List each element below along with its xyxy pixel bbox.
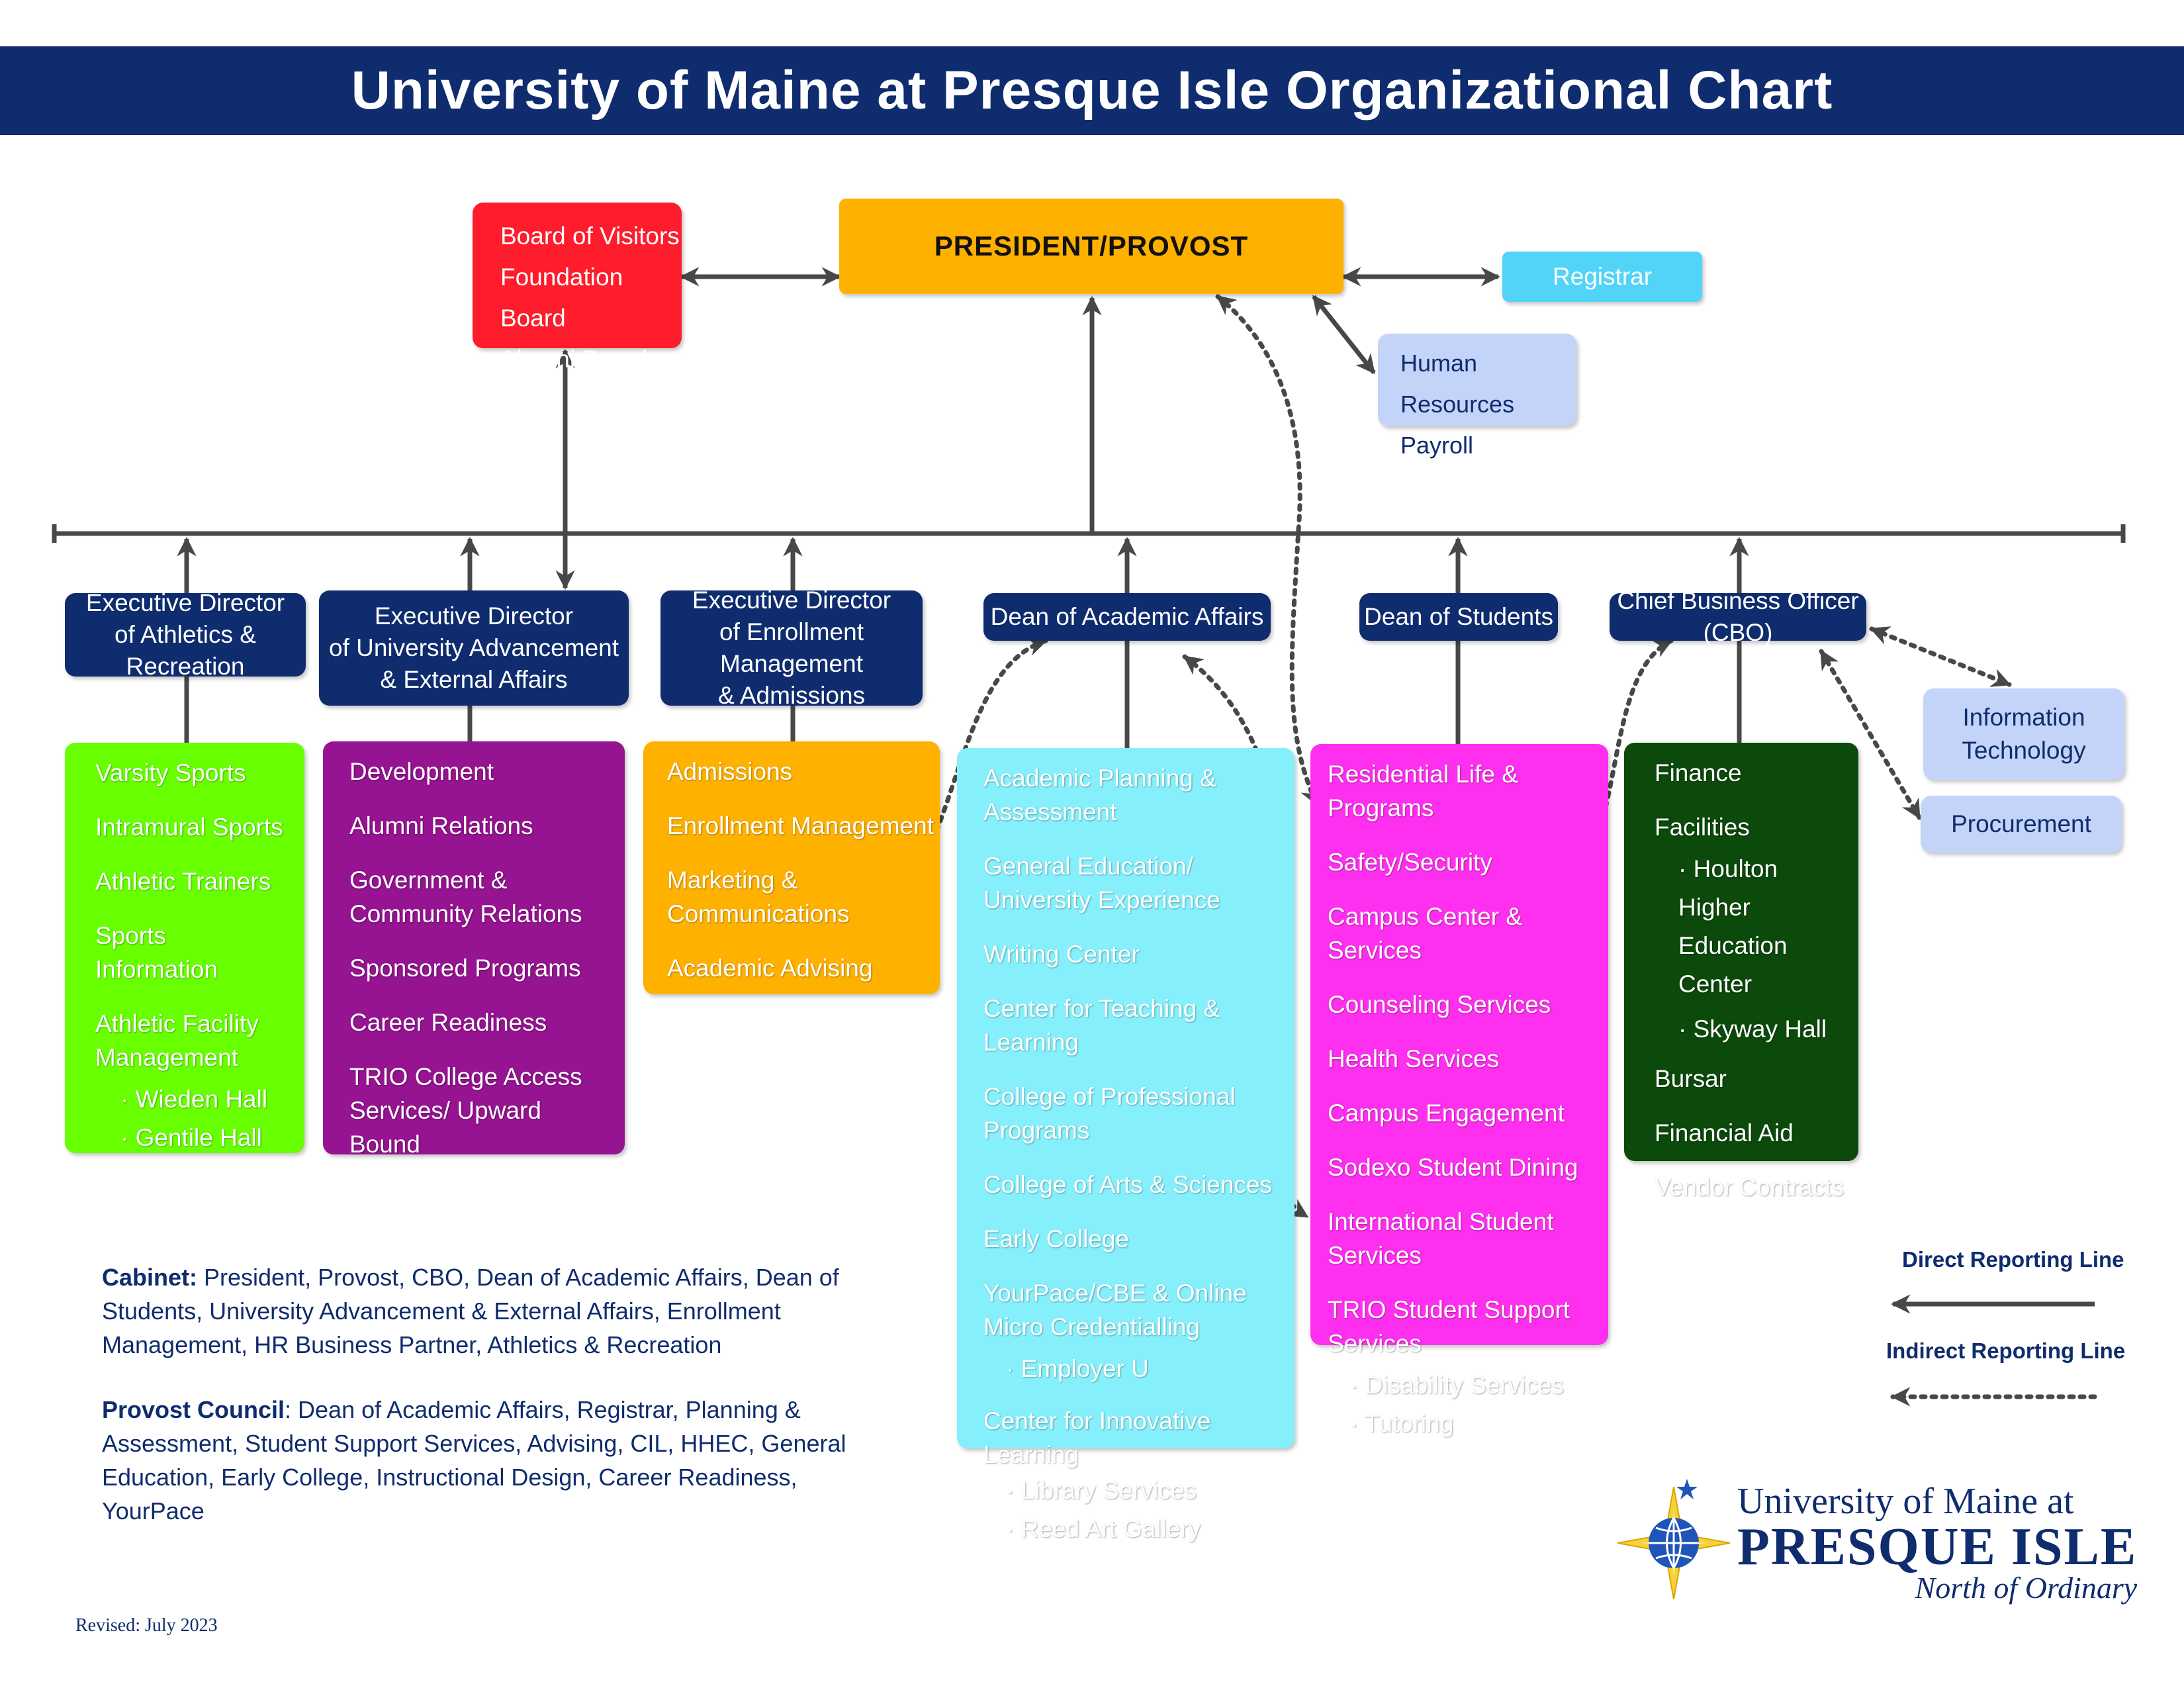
list-item: General Education/ University Experience	[983, 853, 1220, 914]
list-item: Finance	[1655, 759, 1742, 786]
human-resources: Human Resources	[1400, 350, 1515, 418]
academic-head: Dean of Academic Affairs	[983, 593, 1271, 641]
list-subitem: · Disability Services	[1350, 1372, 1564, 1399]
compass-star-icon	[1617, 1479, 1731, 1600]
president-label: PRESIDENT/PROVOST	[934, 230, 1249, 261]
list-item: Sports Information	[95, 922, 218, 983]
list-item: International Student Services	[1328, 1208, 1554, 1269]
list-item: Government & Community Relations	[349, 867, 582, 927]
list-subitem: · Wieden Hall	[120, 1086, 268, 1113]
students-head: Dean of Students	[1359, 593, 1558, 641]
university-logo: University of Maine at PRESQUE ISLE Nort…	[1737, 1481, 2137, 1603]
list-item: Academic Planning & Assessment	[983, 765, 1216, 825]
legend-direct-label: Direct Reporting Line	[1902, 1247, 2124, 1272]
list-subitem: · Reed Art Gallery	[1006, 1515, 1201, 1542]
list-item: Alumni Relations	[349, 812, 533, 839]
list-item: Campus Engagement	[1328, 1100, 1565, 1127]
list-item: Academic Advising	[667, 955, 873, 982]
list-subitem: · Gentile Hall	[120, 1124, 262, 1151]
indirect-business-it	[1869, 626, 2012, 687]
list-subitem: · Library Services	[1006, 1477, 1197, 1504]
list-item: Campus Center & Services	[1328, 903, 1523, 964]
boards-box: Board of Visitors Foundation Board Alumn…	[473, 203, 682, 373]
board-of-visitors: Board of Visitors	[500, 222, 680, 250]
list-item: Admissions	[667, 758, 793, 785]
list-item: TRIO College Access Services/ Upward Bou…	[349, 1063, 582, 1158]
provost-council-label: Provost Council	[102, 1396, 285, 1423]
hr-box: Human Resources Payroll	[1378, 334, 1576, 459]
list-item: Financial Aid	[1655, 1119, 1794, 1147]
list-item: College of Professional Programs	[983, 1083, 1236, 1144]
list-subitem: · Houlton Higher Education Center	[1678, 855, 1788, 998]
list-subitem: · Skyway Hall	[1678, 1015, 1827, 1043]
procurement-label: Procurement	[1951, 810, 2091, 837]
list-item: Residential Life & Programs	[1328, 761, 1518, 821]
list-item: Vendor Contracts	[1655, 1174, 1844, 1201]
list-item: Enrollment Management	[667, 812, 934, 839]
academic-box: Academic Planning & Assessment General E…	[957, 748, 1295, 1542]
title-banner: University of Maine at Presque Isle Orga…	[0, 46, 2184, 135]
payroll: Payroll	[1400, 432, 1474, 459]
students-box: Residential Life & Programs Safety/Secur…	[1310, 744, 1608, 1437]
list-item: Counseling Services	[1328, 991, 1551, 1018]
registrar-box: Registrar	[1502, 252, 1702, 302]
list-subitem: · Employer U	[1006, 1355, 1149, 1382]
list-item: Writing Center	[983, 941, 1140, 968]
provost-council-note: Provost Council: Dean of Academic Affair…	[102, 1393, 863, 1528]
list-item: Marketing & Communications	[667, 867, 850, 927]
list-item: Early College	[983, 1225, 1130, 1252]
procurement-box: Procurement	[1921, 796, 2122, 853]
it-box: Information Technology	[1923, 688, 2124, 780]
list-item: TRIO Student Support Services	[1328, 1296, 1570, 1357]
list-item: Center for Teaching & Learning	[983, 995, 1220, 1056]
list-item: Athletic Trainers	[95, 868, 271, 895]
registrar-label: Registrar	[1552, 263, 1653, 290]
foundation-board: Foundation Board	[500, 263, 623, 332]
enrollment-box: Admissions Enrollment Management Marketi…	[643, 741, 940, 994]
logo-line-1: University of Maine at	[1737, 1481, 2074, 1522]
logo-line-2: PRESQUE ISLE	[1737, 1518, 2138, 1576]
provost-council-text: : Dean of Academic Affairs, Registrar, P…	[102, 1396, 846, 1524]
cabinet-text: President, Provost, CBO, Dean of Academi…	[102, 1264, 839, 1358]
legend-indirect-label: Indirect Reporting Line	[1886, 1338, 2126, 1363]
list-item: YourPace/CBE & Online Micro Credentialli…	[983, 1280, 1247, 1340]
advancement-box: Development Alumni Relations Government …	[323, 741, 625, 1158]
cabinet-note: Cabinet: President, Provost, CBO, Dean o…	[102, 1260, 863, 1362]
list-item: Safety/Security	[1328, 849, 1492, 876]
cabinet-label: Cabinet:	[102, 1264, 197, 1291]
athletics-box: Varsity Sports Intramural Sports Athleti…	[65, 743, 304, 1153]
logo-tagline: North of Ordinary	[1915, 1571, 2138, 1605]
it-label: Information Technology	[1962, 704, 2086, 764]
indirect-president-students	[1215, 294, 1320, 807]
list-subitem: · Tutoring	[1350, 1410, 1454, 1437]
list-item: Facilities	[1655, 814, 1750, 841]
list-item: Development	[349, 758, 494, 785]
indirect-business-procurement	[1819, 649, 1922, 820]
list-item: Bursar	[1655, 1065, 1727, 1092]
list-item: Center for Innovative Learning	[983, 1407, 1211, 1468]
revised-date: Revised: July 2023	[75, 1615, 218, 1636]
list-item: Sponsored Programs	[349, 955, 581, 982]
business-box: Finance Facilities · Houlton Higher Educ…	[1624, 743, 1858, 1201]
list-item: Sodexo Student Dining	[1328, 1154, 1578, 1181]
list-item: Career Readiness	[349, 1009, 547, 1036]
alumni-board: Alumni Board	[500, 346, 648, 373]
list-item: Varsity Sports	[95, 759, 246, 786]
list-item: Athletic Facility Management	[95, 1010, 259, 1071]
list-item: College of Arts & Sciences	[983, 1171, 1272, 1198]
president-box: PRESIDENT/PROVOST	[839, 199, 1343, 294]
list-item: Intramural Sports	[95, 814, 283, 841]
arrow-president-hr	[1312, 295, 1376, 375]
list-item: Health Services	[1328, 1045, 1500, 1072]
business-head: Chief Business Officer (CBO)	[1610, 587, 1866, 646]
page-title: University of Maine at Presque Isle Orga…	[351, 60, 1833, 120]
